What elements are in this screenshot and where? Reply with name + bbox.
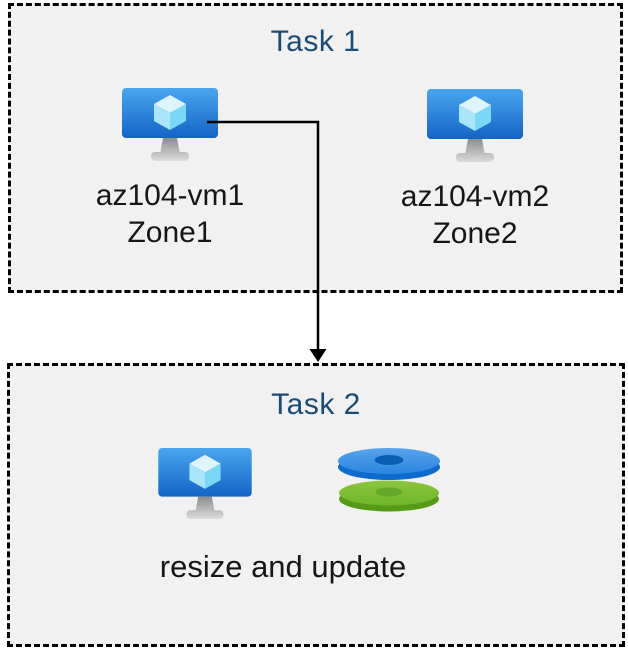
task2-caption: resize and update [159, 549, 407, 584]
virtual-machine-icon [427, 89, 523, 163]
vm2-zone: Zone2 [432, 217, 518, 250]
task2-box: Task 2 [7, 363, 625, 647]
virtual-machine-icon [158, 448, 252, 520]
task1-box: Task 1 az104-vm1 Zone1 [8, 3, 623, 293]
task1-title: Task 1 [270, 25, 361, 58]
task2-title: Task 2 [271, 388, 361, 421]
vm1-zone: Zone1 [127, 216, 213, 249]
vm1-label: az104-vm1 Zone1 [96, 177, 244, 251]
vm2-group: az104-vm2 Zone2 [375, 89, 575, 252]
vm2-name: az104-vm2 [400, 180, 550, 213]
vm1-name: az104-vm1 [95, 179, 245, 212]
managed-disks-icon [337, 447, 441, 518]
virtual-machine-icon [122, 88, 218, 162]
vm1-group: az104-vm1 Zone1 [70, 88, 270, 251]
vm2-label: az104-vm2 Zone2 [401, 178, 549, 252]
